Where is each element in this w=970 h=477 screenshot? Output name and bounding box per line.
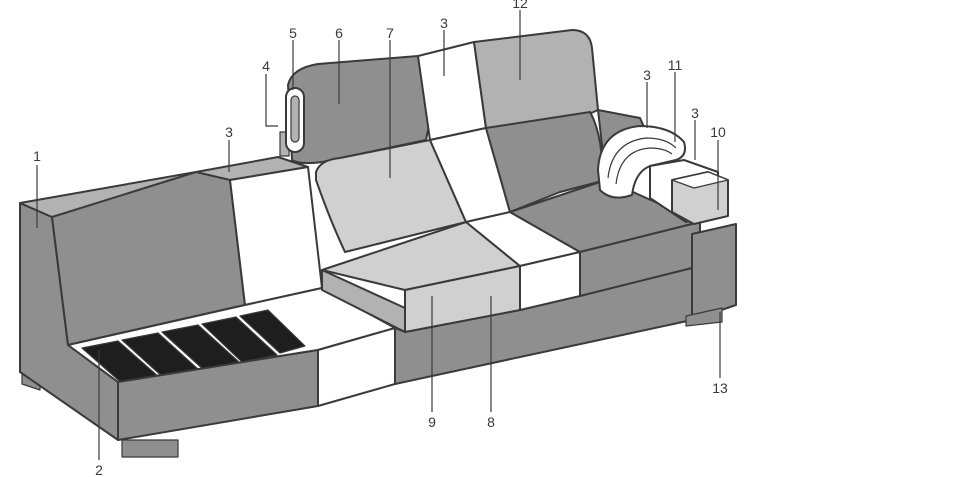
back-cushion-right (485, 111, 607, 213)
callout-3-headrest: 3 (440, 15, 448, 31)
back-cushion-left (315, 139, 467, 253)
side-box-top (671, 171, 729, 189)
slats (81, 309, 306, 386)
armrest-stripe-1 (607, 137, 677, 179)
callout-8: 8 (487, 414, 495, 430)
callout-3-armblock: 3 (691, 105, 699, 121)
callout-2: 2 (95, 462, 103, 477)
right-foot (685, 307, 723, 327)
callout-1: 1 (33, 148, 41, 164)
armrest-cushion (597, 125, 686, 199)
callout-labels: 1 2 3 3 3 3 4 5 6 7 8 9 10 11 12 13 (33, 0, 728, 477)
callout-3-side: 3 (225, 124, 233, 140)
leader-lines (36, 10, 721, 460)
back-section (279, 29, 651, 253)
callout-10: 10 (710, 124, 726, 140)
left-front-foot (121, 439, 179, 458)
callout-5: 5 (289, 25, 297, 41)
middle-back-panel (229, 166, 323, 306)
right-base-box (691, 223, 737, 321)
callout-9: 9 (428, 414, 436, 430)
left-section (19, 156, 396, 458)
callout-7: 7 (386, 25, 394, 41)
callout-3-arm: 3 (643, 67, 651, 83)
headrest-control-inner (290, 95, 300, 143)
armrest-stripe-2 (615, 147, 673, 185)
callout-6: 6 (335, 25, 343, 41)
right-arm-section (597, 125, 737, 327)
callout-11: 11 (668, 57, 683, 73)
callout-13: 13 (712, 380, 728, 396)
callout-12: 12 (512, 0, 528, 11)
seat-section (321, 179, 701, 385)
callout-4: 4 (262, 58, 270, 74)
